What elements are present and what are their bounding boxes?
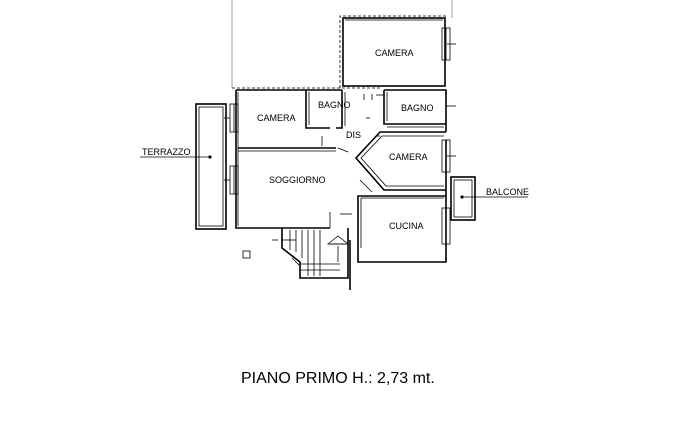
room-camera-right (354, 131, 456, 191)
label-bagno-left: BAGNO (318, 100, 351, 110)
window-camera-left (224, 103, 239, 133)
balcone (450, 176, 528, 221)
label-camera-left: CAMERA (257, 113, 296, 123)
dis-fixtures (363, 94, 380, 137)
label-terrazzo: TERRAZZO (142, 147, 191, 157)
label-balcone: BALCONE (486, 187, 529, 197)
marker-square (242, 250, 251, 259)
room-bagno-right (376, 90, 456, 128)
room-cucina (357, 195, 451, 250)
label-camera-top: CAMERA (375, 48, 414, 58)
interior-doors (329, 147, 373, 228)
walls-interior-left (238, 90, 346, 152)
label-soggiorno: SOGGIORNO (269, 175, 326, 185)
label-cucina: CUCINA (389, 221, 424, 231)
room-camera-top (339, 15, 456, 88)
terrazzo (140, 103, 227, 230)
label-bagno-right: BAGNO (401, 103, 434, 113)
label-dis: DIS (346, 130, 361, 140)
label-camera-right: CAMERA (389, 152, 428, 162)
staircase (272, 228, 351, 290)
upper-building-outline (231, 0, 453, 88)
window-soggiorno (224, 165, 239, 195)
plan-caption: PIANO PRIMO H.: 2,73 mt. (241, 370, 435, 387)
